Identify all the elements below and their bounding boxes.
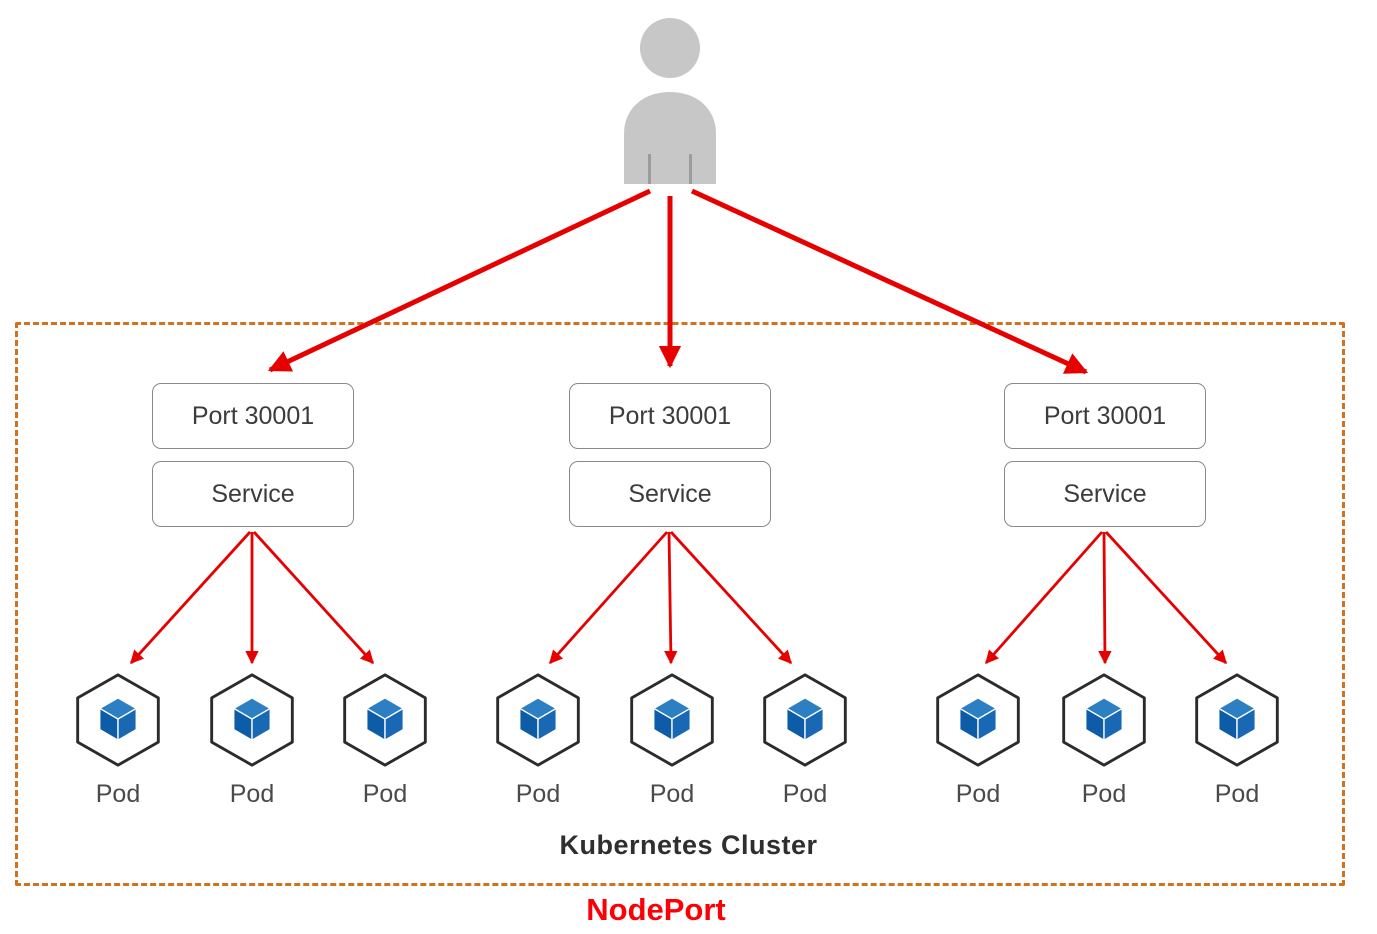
cube-right-face [671, 707, 691, 742]
cube-right-face [117, 707, 137, 742]
port-label-3: Port 30001 [1043, 401, 1167, 430]
service-box-1: Service [152, 461, 354, 527]
pod-label: Pod [515, 780, 561, 808]
service-label-1: Service [211, 479, 295, 508]
pod-2-2: Pod [612, 672, 732, 809]
user-head [640, 18, 700, 78]
pod-3-2: Pod [1044, 672, 1164, 809]
cluster-boundary [15, 322, 1345, 886]
cube-right-face [1103, 707, 1123, 742]
user-icon [618, 16, 722, 191]
pod-icon [76, 673, 160, 767]
pod-label: Pod [782, 780, 828, 808]
pod-3-1: Pod [918, 672, 1038, 809]
port-label-1: Port 30001 [191, 401, 315, 430]
cube-right-face [384, 707, 404, 742]
diagram-title: NodePort [586, 892, 726, 927]
port-box-2: Port 30001 [569, 383, 771, 449]
cube-right-face [804, 707, 824, 742]
port-box-3: Port 30001 [1004, 383, 1206, 449]
cluster-label: Kubernetes Cluster [559, 830, 818, 860]
port-label-2: Port 30001 [608, 401, 732, 430]
user-arm-line-right [689, 154, 692, 184]
pod-label: Pod [955, 780, 1001, 808]
pod-2-1: Pod [478, 672, 598, 809]
pod-icon [936, 673, 1020, 767]
pod-label: Pod [1081, 780, 1127, 808]
pod-label: Pod [229, 780, 275, 808]
cube-right-face [1236, 707, 1256, 742]
pod-1-2: Pod [192, 672, 312, 809]
service-box-3: Service [1004, 461, 1206, 527]
port-box-1: Port 30001 [152, 383, 354, 449]
pod-icon [1195, 673, 1279, 767]
pod-1-3: Pod [325, 672, 445, 809]
cube-right-face [977, 707, 997, 742]
pod-icon [763, 673, 847, 767]
service-label-2: Service [628, 479, 712, 508]
user-body [624, 92, 716, 184]
pod-icon [1062, 673, 1146, 767]
pod-icon [496, 673, 580, 767]
user-arm-line-left [648, 154, 651, 184]
pod-icon [630, 673, 714, 767]
service-box-2: Service [569, 461, 771, 527]
pod-label: Pod [362, 780, 408, 808]
cube-right-face [251, 707, 271, 742]
pod-1-1: Pod [58, 672, 178, 809]
pod-label: Pod [95, 780, 141, 808]
pod-label: Pod [1214, 780, 1260, 808]
pod-icon [210, 673, 294, 767]
service-label-3: Service [1063, 479, 1147, 508]
user-icon-svg [624, 18, 716, 184]
pod-3-3: Pod [1177, 672, 1297, 809]
pod-2-3: Pod [745, 672, 865, 809]
pod-label: Pod [649, 780, 695, 808]
cube-right-face [537, 707, 557, 742]
pod-icon [343, 673, 427, 767]
